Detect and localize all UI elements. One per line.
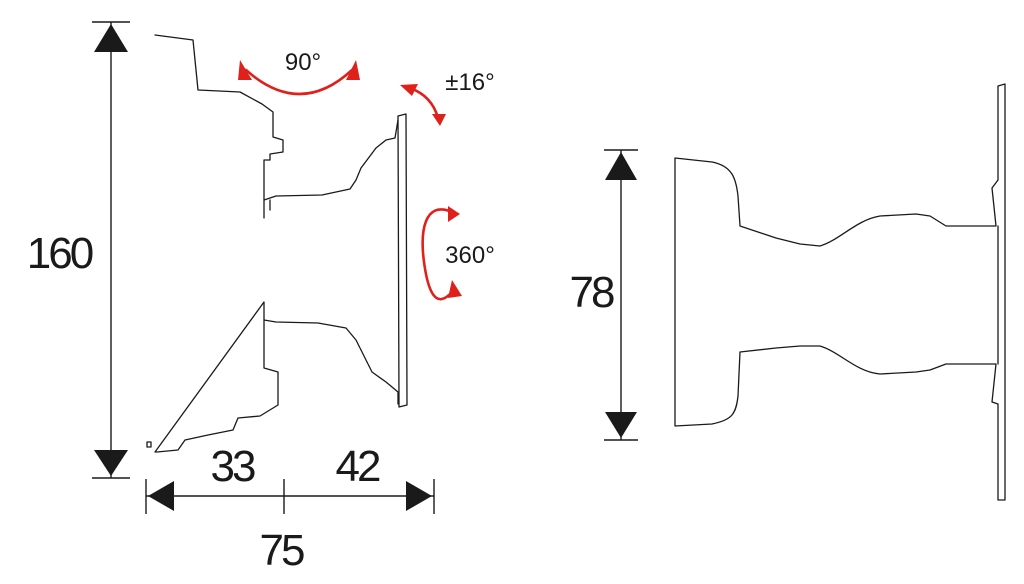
depth-arm-label: 42	[336, 442, 380, 491]
swivel-arc	[244, 68, 354, 96]
swivel-arrow-left	[238, 60, 252, 80]
depth-dimension: 33 42 75	[145, 442, 435, 575]
rotate-arc	[421, 208, 454, 301]
plate-arrow-down-head	[605, 412, 637, 438]
top-view	[674, 83, 1006, 501]
rotate-arrow-top	[448, 206, 460, 222]
wall-plate-front	[674, 83, 1006, 501]
swivel-label: 90°	[285, 49, 321, 76]
arm-lower-outline	[263, 319, 399, 405]
depth-wall-label: 33	[211, 442, 255, 491]
swivel-indicator: 90°	[238, 49, 360, 96]
wall-plate-outline	[154, 34, 284, 453]
arrow-up-head	[94, 24, 128, 52]
tilt-arrow-top	[400, 84, 418, 96]
rotate-indicator: 360°	[421, 206, 495, 301]
tv-head-plate	[397, 113, 408, 408]
wall-plate-screw	[146, 441, 152, 448]
tilt-arrow-bottom	[432, 114, 446, 126]
height-dimension: 160	[20, 21, 130, 479]
plate-height-dimension: 78	[566, 149, 638, 441]
plate-arrow-up-head	[605, 152, 637, 180]
tilt-label: ±16°	[445, 69, 494, 96]
swivel-arrow-right	[346, 60, 360, 80]
arrow-down-head	[94, 450, 128, 476]
height-total-label: 160	[27, 229, 93, 278]
depth-total-label: 75	[260, 526, 304, 575]
tilt-arc	[408, 86, 440, 120]
rotate-label: 360°	[445, 242, 495, 269]
arrow-left-head	[148, 481, 174, 511]
plate-height-label: 78	[570, 268, 614, 317]
arrow-right-head	[406, 481, 432, 511]
arm-upper-outline	[263, 119, 399, 201]
tilt-indicator: ±16°	[400, 69, 495, 126]
rotate-arrow-bottom	[448, 280, 462, 298]
side-view	[146, 34, 408, 453]
